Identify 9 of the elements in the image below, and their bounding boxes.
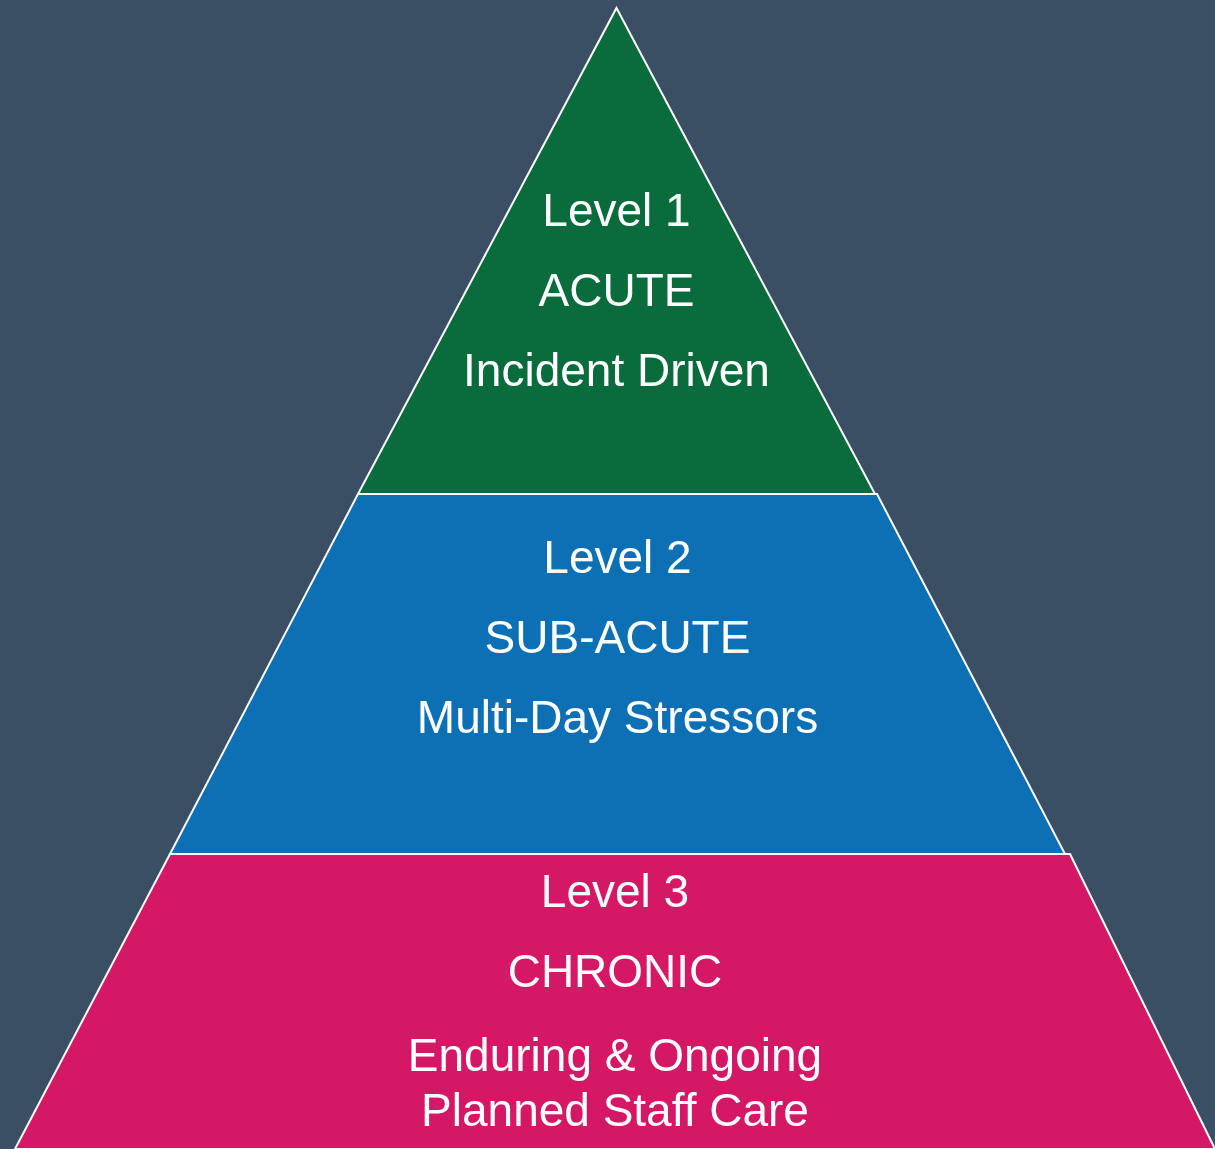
level-label: Level 3 [540,863,690,919]
level-label: Level 2 [543,529,692,585]
level-description: Multi-Day Stressors [416,689,819,745]
level-title: SUB-ACUTE [484,609,751,665]
level-description: Enduring & Ongoing Planned Staff Care [406,1028,824,1138]
level-title: CHRONIC [507,943,723,999]
level-label: Level 1 [542,182,691,238]
level-title: ACUTE [538,262,695,318]
level-description: Incident Driven [463,342,770,398]
